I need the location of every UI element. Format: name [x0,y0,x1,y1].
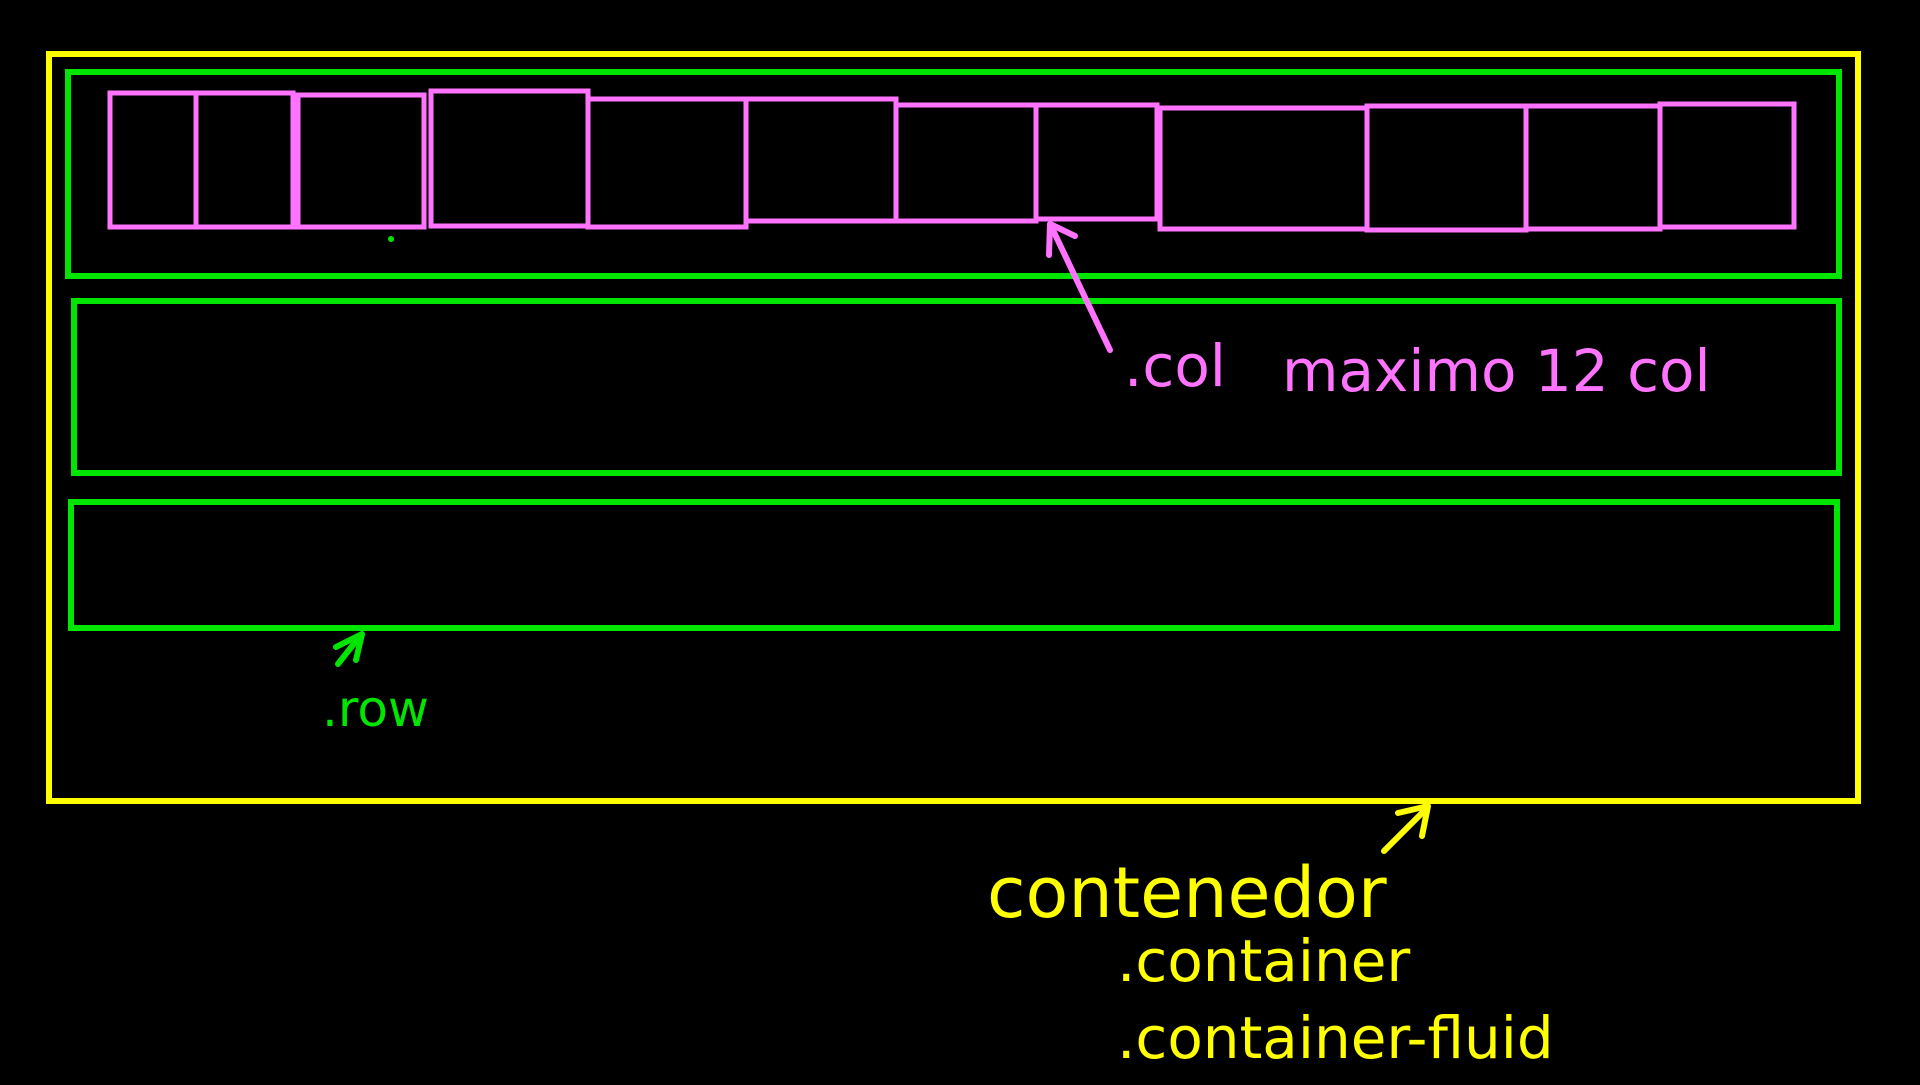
col-cell-6 [743,96,899,224]
col-cell-5 [585,96,749,230]
col-cell-3 [295,92,427,230]
container-arrow-icon [1381,803,1431,854]
col-cell-10 [1364,103,1529,233]
row-box-2 [71,298,1842,476]
col-max-label: maximo 12 col [1282,337,1711,405]
col-cell-1 [107,90,199,230]
stray-dot [388,236,394,242]
container-box [46,51,1861,804]
container-class-label: .container [1117,927,1410,995]
col-cell-4 [428,88,591,229]
col-cell-12 [1657,101,1797,230]
container-title-label: contenedor [987,852,1387,934]
row-arrow-icon [333,631,365,667]
container-fluid-class-label: .container-fluid [1117,1004,1554,1072]
row-box-1 [65,69,1842,279]
col-class-label: .col [1124,332,1226,400]
row-box-3 [68,499,1840,631]
col-arrow-icon [1046,221,1113,353]
row-class-label: .row [322,680,429,738]
col-cell-9 [1157,105,1370,232]
col-cells [107,88,1797,233]
col-cell-8 [1033,102,1160,222]
col-cell-2 [193,90,296,230]
col-cell-11 [1523,103,1663,232]
col-cell-7 [893,102,1039,224]
